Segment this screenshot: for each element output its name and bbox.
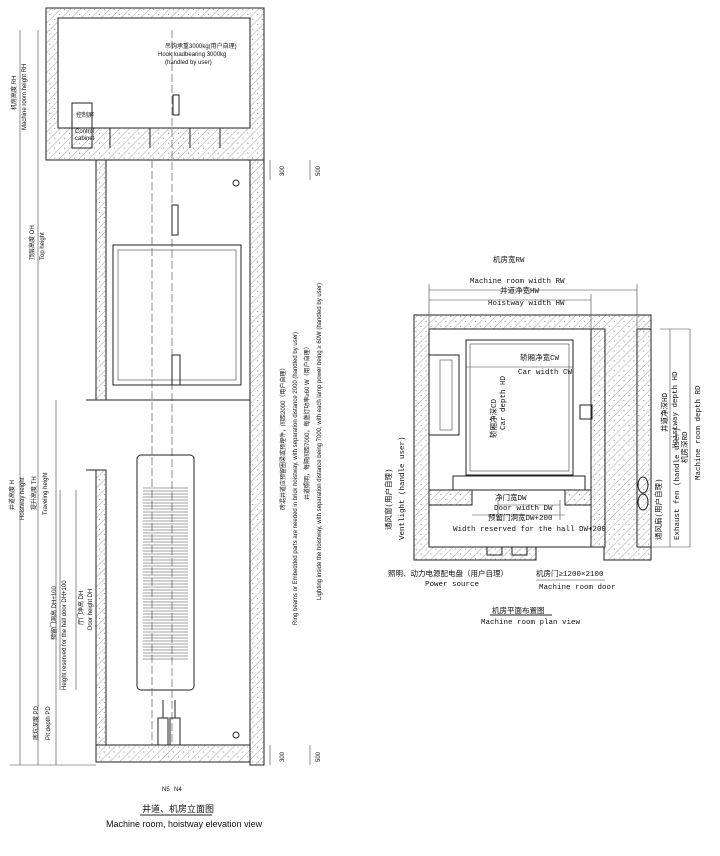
cw-label-en: Car width CW (518, 369, 573, 377)
hoistway-left-wall-lower (95, 469, 107, 746)
h-label-cn: 井道高度 H (8, 480, 16, 510)
th-label-en: Traveling height (43, 472, 49, 515)
ring-beam-note-en: Ring beams or Embedded parts are needed … (293, 332, 299, 625)
dim-300-bottom: 300 (280, 751, 286, 762)
hook-label-cn: 吊钩承重3000kg(用户自理) (165, 42, 237, 50)
oh-label-en: Top height (40, 232, 46, 260)
rw-label-cn: 机房宽RW (493, 254, 525, 265)
door-label-en: Machine room door (539, 584, 616, 592)
rh-label-cn: 机房高度 RH (10, 76, 18, 110)
n4-label: N4 (174, 787, 182, 793)
hd-label-cn: 井道净深HD (659, 392, 670, 432)
dh100-label-en: Height reserved for the hall door DH+100 (62, 580, 68, 690)
car-door-sill (452, 475, 586, 491)
cabinet-label-en2: cabinet (75, 136, 95, 142)
n5-label: N5 (162, 787, 170, 793)
counterweight-plates (143, 487, 188, 660)
plan-car (465, 339, 574, 476)
door-label-cn: 机房门≥1200×2100 (536, 568, 604, 579)
rd-label-cn: 机房深RD (679, 431, 690, 463)
elevator-car (112, 244, 242, 386)
plan-outer-walls (413, 314, 652, 561)
power-box-2 (511, 546, 528, 556)
dim-500-bottom: 500 (316, 751, 322, 762)
elevation-title-cn: 井道、机房立面图 (142, 803, 214, 814)
exhaust-fan (637, 476, 649, 494)
vent-label-cn: 通风窗(用户自理) (383, 468, 394, 530)
power-label-cn: 照明、动力电源配电盘（用户自理） (388, 568, 508, 579)
dw-label-cn: 净门宽DW (495, 492, 527, 503)
rd-label-en: Machine room depth RD (695, 385, 703, 480)
ring-beam-note-cn: 砖混井道应预留圈梁或预埋件，间距2000（用户自理） (279, 365, 287, 510)
rw-label-en: Machine room width RW (470, 278, 565, 286)
th-label-cn: 提升高度 TH (30, 476, 38, 510)
power-box-1 (486, 546, 503, 556)
cabinet-label-cn: 控制屏 (76, 111, 94, 119)
elevation-view: 吊钩承重3000kg(用户自理) Hook loadbearing 3000kg… (8, 7, 323, 829)
hw-label-en: Hoistway width HW (488, 300, 565, 308)
dim-500-top: 500 (316, 165, 322, 176)
pd-label-en: Pit depth PD (46, 706, 52, 740)
rh-label-en: Machine room height RH (22, 64, 28, 130)
control-cabinet (71, 102, 93, 149)
hook-label-en2: (handled by user) (165, 60, 212, 66)
fan-label-en: Exhaust fen (handle user) (674, 427, 682, 540)
pit-floor (95, 744, 251, 763)
cd-label-en: Car depth HD (500, 375, 508, 430)
fan-label-cn: 通风扇(用户自理) (653, 478, 664, 540)
plan-counterweight (428, 354, 460, 436)
dw-label-en: Door width DW (494, 505, 553, 513)
dw200-label-cn: 预留门洞宽DW+200 (488, 512, 553, 523)
dh-label-en: Door height DH (88, 589, 94, 630)
h-label-en: Hoistway height (20, 477, 26, 520)
cd-label-cn: 轿厢净深CD (488, 398, 499, 438)
pd-label-cn: 底坑深度 PD (32, 705, 40, 740)
dim-300-top: 300 (280, 165, 286, 176)
plan-title-cn: 机房平面布置图 (492, 605, 545, 616)
hw-label-cn: 井道净宽HW (500, 285, 540, 296)
dh100-label-cn: 预留门洞高 DH+100 (50, 585, 58, 640)
hoistway-right-wall (249, 159, 265, 766)
hook-label-en: Hook loadbearing 3000kg (158, 52, 226, 58)
dw200-label-en: Width reserved for the hall DW+200 (453, 526, 607, 534)
power-label-en: Power source (425, 581, 479, 589)
plan-title-en: Machine room plan view (481, 619, 581, 627)
lighting-note-cn: 井道照明，每隔间距7000，每盏灯功率≥60 W（用户自理） (303, 343, 311, 500)
plan-view: 机房宽RW Machine room width RW 井道净宽HW Hoist… (383, 254, 703, 627)
elevation-title-en: Machine room, hoistway elevation view (106, 819, 263, 829)
hoistway-left-wall-upper (95, 159, 107, 401)
counterweight (136, 454, 195, 691)
dh-label-cn: 厅门净高 DH (77, 591, 85, 625)
machine (172, 94, 180, 116)
cabinet-label-en1: Control (75, 129, 94, 135)
oh-label-cn: 顶层高度 OH (28, 225, 36, 260)
cw-label-cn: 轿厢净宽CW (520, 352, 560, 363)
lighting-note-en: Lighting inside the hoistway, with separ… (317, 283, 323, 600)
vent-label-en: Ventlight (handle user) (399, 436, 407, 540)
hd-label-en: Hoistway depth HD (672, 371, 680, 448)
